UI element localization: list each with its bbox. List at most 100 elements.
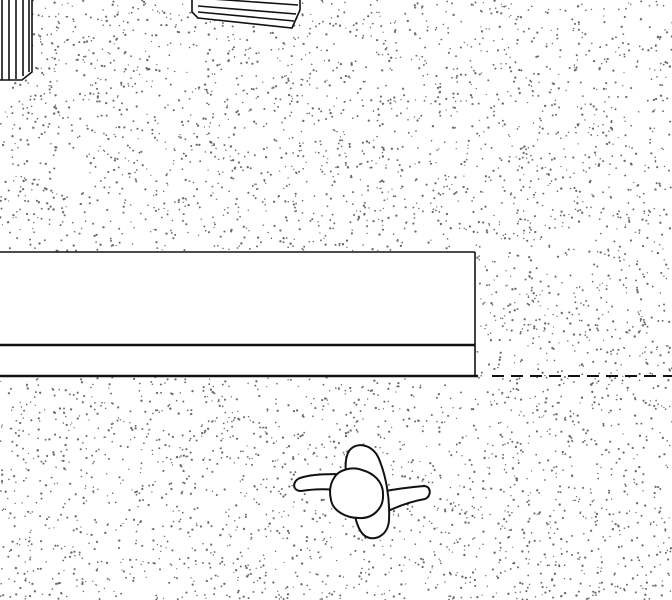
stipple-dot <box>617 563 619 565</box>
stipple-dot <box>610 583 613 586</box>
stipple-dot <box>186 455 189 458</box>
stipple-dot <box>140 150 143 153</box>
stipple-dot <box>666 549 669 552</box>
stipple-dot <box>137 66 139 68</box>
stipple-dot <box>432 208 435 211</box>
stipple-dot <box>350 232 353 235</box>
stipple-dot <box>209 388 213 391</box>
stipple-dot <box>430 202 432 204</box>
stipple-dot <box>612 143 614 145</box>
stipple-dot <box>547 523 550 525</box>
stipple-dot <box>259 435 262 438</box>
stipple-dot <box>509 528 512 532</box>
stipple-dot <box>140 467 142 470</box>
stipple-dot <box>25 383 29 386</box>
stipple-dot <box>286 593 290 596</box>
stipple-dot <box>262 478 265 481</box>
stipple-dot <box>8 478 10 481</box>
stipple-dot <box>209 140 212 143</box>
stipple-dot <box>636 286 638 289</box>
stipple-dot <box>124 33 127 37</box>
stipple-dot <box>563 382 565 385</box>
stipple-dot <box>458 512 462 515</box>
stipple-dot <box>490 146 493 149</box>
stipple-dot <box>331 463 334 465</box>
stipple-dot <box>437 583 439 586</box>
stipple-dot <box>102 226 105 229</box>
stipple-dot <box>617 423 620 426</box>
stipple-dot <box>523 237 525 240</box>
stipple-dot <box>249 419 251 422</box>
stipple-dot <box>12 149 14 151</box>
stipple-dot <box>181 511 184 514</box>
stipple-dot <box>602 15 605 17</box>
stipple-dot <box>344 432 348 435</box>
stipple-dot <box>228 544 231 546</box>
stipple-dot <box>232 562 235 564</box>
stipple-dot <box>666 97 669 100</box>
stipple-dot <box>280 156 283 159</box>
stipple-dot <box>478 43 481 45</box>
stipple-dot <box>433 197 436 200</box>
stipple-dot <box>550 215 552 218</box>
stipple-dot <box>329 22 332 25</box>
stipple-dot <box>279 240 282 243</box>
stipple-dot <box>569 274 572 277</box>
stipple-dot <box>83 74 86 77</box>
stipple-dot <box>309 72 312 75</box>
stipple-dot <box>536 165 538 167</box>
stipple-dot <box>528 583 531 586</box>
stipple-dot <box>148 400 152 403</box>
stipple-dot <box>440 531 443 534</box>
stipple-dot <box>599 232 602 235</box>
stipple-dot <box>251 62 254 65</box>
stipple-dot <box>577 590 580 593</box>
stipple-dot <box>662 4 665 7</box>
stipple-dot <box>541 127 544 130</box>
stipple-dot <box>525 590 528 593</box>
stipple-dot <box>281 436 285 439</box>
stipple-dot <box>387 400 389 403</box>
stipple-dot <box>18 100 21 103</box>
stipple-dot <box>401 241 404 244</box>
stipple-dot <box>609 535 611 538</box>
stipple-dot <box>625 7 627 10</box>
stipple-dot <box>286 586 289 589</box>
stipple-dot <box>241 478 244 481</box>
stipple-dot <box>358 163 362 166</box>
stipple-dot <box>80 227 83 230</box>
stipple-dot <box>570 216 574 219</box>
stipple-dot <box>205 88 208 91</box>
stipple-dot <box>122 558 124 561</box>
stipple-dot <box>162 429 165 432</box>
stipple-dot <box>30 105 33 107</box>
stipple-dot <box>208 126 210 128</box>
stipple-dot <box>575 189 578 193</box>
stipple-dot <box>555 418 558 421</box>
stipple-dot <box>611 129 613 131</box>
stipple-dot <box>661 580 664 582</box>
stipple-dot <box>384 420 387 423</box>
stipple-dot <box>472 196 475 199</box>
stipple-dot <box>622 433 624 435</box>
stipple-dot <box>498 223 500 226</box>
stipple-dot <box>570 534 573 537</box>
stipple-dot <box>522 185 525 188</box>
stipple-dot <box>352 117 354 119</box>
stipple-dot <box>261 201 264 203</box>
stipple-dot <box>244 49 247 51</box>
stipple-dot <box>600 570 602 572</box>
stipple-dot <box>625 95 628 99</box>
stipple-dot <box>40 540 43 543</box>
stipple-dot <box>171 464 174 466</box>
stipple-dot <box>105 102 108 105</box>
stipple-dot <box>429 571 432 574</box>
stipple-dot <box>293 206 296 209</box>
stipple-dot <box>222 247 224 250</box>
stipple-dot <box>332 440 336 443</box>
stipple-dot <box>545 45 548 48</box>
stipple-dot <box>27 469 30 472</box>
stipple-dot <box>316 573 318 576</box>
stipple-dot <box>437 178 440 180</box>
stipple-dot <box>430 139 433 142</box>
